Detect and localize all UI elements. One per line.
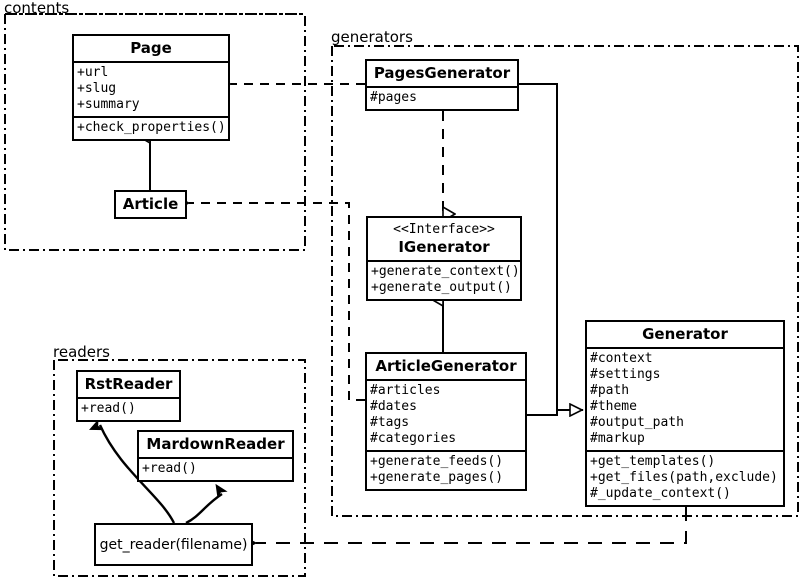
- class-page-methods: +check_properties(): [74, 118, 228, 139]
- class-rstreader-name: RstReader: [84, 375, 173, 393]
- class-box-rstreader[interactable]: RstReader +read(): [76, 370, 181, 423]
- class-generator-attributes: #context #settings #path #theme #output_…: [587, 349, 783, 453]
- class-igenerator-stereotype: <<Interface>>: [393, 222, 495, 237]
- class-mardownreader-methods: +read(): [139, 459, 292, 480]
- class-generator-name: Generator: [642, 325, 728, 343]
- function-box-get-reader[interactable]: get_reader(filename): [94, 523, 253, 566]
- method-update-context: #_update_context(): [590, 486, 731, 502]
- attribute-tags: #tags: [370, 415, 410, 431]
- method-generate-feeds: +generate_feeds(): [370, 454, 504, 470]
- class-articlegenerator-methods: +generate_feeds() +generate_pages(): [367, 452, 525, 489]
- class-box-pagesgenerator[interactable]: PagesGenerator #pages: [365, 59, 519, 112]
- attribute-url: +url: [77, 65, 109, 81]
- method-get-files: +get_files(path,exclude): [590, 470, 778, 486]
- class-page-title-section: Page: [74, 36, 228, 64]
- class-box-generator[interactable]: Generator #context #settings #path #them…: [585, 320, 785, 508]
- class-generator-methods: +get_templates() +get_files(path,exclude…: [587, 452, 783, 505]
- attribute-articles: #articles: [370, 383, 441, 399]
- attribute-dates: #dates: [370, 399, 417, 415]
- method-check-properties: +check_properties(): [77, 120, 226, 136]
- package-label-generators: generators: [331, 28, 413, 46]
- relation-articlegenerator-generator: [527, 410, 558, 416]
- class-articlegenerator-attributes: #articles #dates #tags #categories: [367, 381, 525, 453]
- method-generate-context: +generate_context(): [371, 264, 520, 280]
- attribute-pages: #pages: [370, 90, 417, 106]
- attribute-markup: #markup: [590, 431, 645, 447]
- method-generate-output: +generate_output(): [371, 280, 512, 296]
- attribute-settings: #settings: [590, 367, 661, 383]
- relation-getreader-mardownreader: [185, 483, 228, 525]
- attribute-categories: #categories: [370, 431, 457, 447]
- attribute-slug: +slug: [77, 81, 117, 97]
- class-rstreader-methods: +read(): [78, 399, 179, 420]
- method-generate-pages: +generate_pages(): [370, 470, 504, 486]
- attribute-output-path: #output_path: [590, 415, 684, 431]
- class-pagesgenerator-name: PagesGenerator: [373, 64, 511, 82]
- attribute-theme: #theme: [590, 399, 637, 415]
- class-box-articlegenerator[interactable]: ArticleGenerator #articles #dates #tags …: [365, 352, 527, 492]
- attribute-context: #context: [590, 351, 653, 367]
- attribute-path: #path: [590, 383, 630, 399]
- class-page-name: Page: [130, 39, 172, 57]
- class-pagesgenerator-attributes: #pages: [367, 88, 517, 109]
- package-label-readers: readers: [53, 343, 110, 361]
- class-igenerator-label: IGenerator: [398, 238, 490, 257]
- class-mardownreader-name: MardownReader: [146, 435, 285, 453]
- relation-articlegenerator-article: [189, 203, 365, 401]
- class-rstreader-title-section: RstReader: [78, 372, 179, 400]
- method-get-templates: +get_templates(): [590, 454, 716, 470]
- class-box-igenerator[interactable]: <<Interface>> IGenerator +generate_conte…: [366, 216, 522, 302]
- function-get-reader-label: get_reader(filename): [99, 536, 248, 553]
- class-articlegenerator-title-section: ArticleGenerator: [367, 354, 525, 382]
- class-article-name: Article: [122, 195, 179, 213]
- method-rstreader-read: +read(): [81, 401, 136, 417]
- method-mardownreader-read: +read(): [142, 461, 197, 477]
- class-igenerator-methods: +generate_context() +generate_output(): [368, 262, 520, 299]
- class-igenerator-title-section: <<Interface>> IGenerator: [368, 218, 520, 263]
- class-box-page[interactable]: Page +url +slug +summary +check_properti…: [72, 34, 230, 142]
- class-pagesgenerator-title-section: PagesGenerator: [367, 61, 517, 89]
- class-article-title-section: Article: [116, 192, 185, 217]
- package-label-contents: contents: [4, 0, 70, 17]
- class-page-attributes: +url +slug +summary: [74, 63, 228, 119]
- relation-generator-getreader: [256, 507, 687, 543]
- class-igenerator-name: <<Interface>> IGenerator: [368, 218, 520, 260]
- class-box-mardownreader[interactable]: MardownReader +read(): [137, 430, 294, 483]
- class-box-article[interactable]: Article: [114, 190, 187, 220]
- class-articlegenerator-name: ArticleGenerator: [375, 357, 517, 375]
- class-generator-title-section: Generator: [587, 322, 783, 350]
- attribute-summary: +summary: [77, 97, 140, 113]
- class-mardownreader-title-section: MardownReader: [139, 432, 292, 460]
